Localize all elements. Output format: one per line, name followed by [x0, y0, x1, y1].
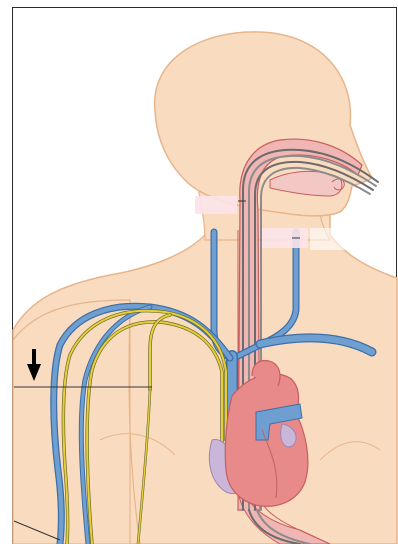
label-patch-neck-left	[195, 196, 237, 214]
label-patch-head-left	[70, 178, 180, 204]
label-patch-right	[310, 228, 380, 250]
label-patch-neck-right	[262, 228, 308, 248]
